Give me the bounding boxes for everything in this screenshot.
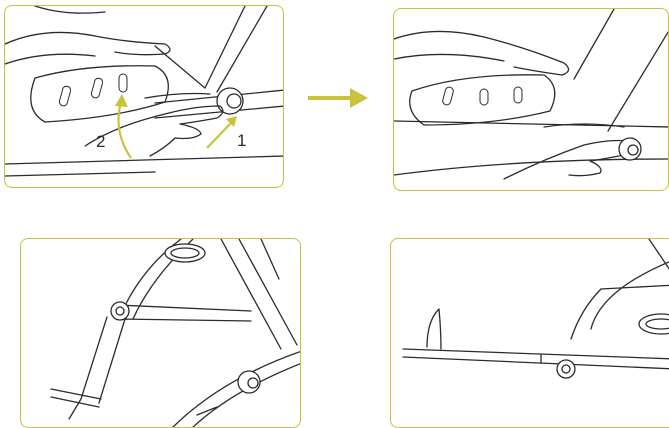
side-panel-shape (409, 74, 556, 126)
frame-diagonal-line-2 (216, 6, 268, 93)
upper-hand-outline (394, 30, 570, 76)
frame-diagonal-line (648, 239, 669, 270)
step-2-label: 2 (96, 132, 105, 151)
seat-curve-line (590, 261, 669, 330)
frame-diagonal-line-2 (238, 239, 298, 346)
upper-hand-lower-edge (394, 53, 505, 62)
armrest-bar-top (116, 304, 252, 312)
seat-top-edge (600, 284, 669, 290)
lift-arrow-head (115, 94, 128, 107)
lower-frame-curve-2 (192, 363, 300, 427)
slot-2 (90, 77, 104, 99)
lower-pivot-inner (247, 377, 259, 389)
handle-oval-inner (170, 247, 200, 259)
frame-diagonal-line (204, 6, 246, 89)
hands-press-illustration: 2 1 (5, 6, 283, 177)
slot-3 (118, 73, 128, 93)
lift-arrow-shaft (117, 101, 132, 159)
lower-hand-finger-line (543, 123, 625, 128)
frame-diagonal-line (573, 9, 615, 80)
unfolded-armrest-illustration (402, 239, 669, 379)
lower-hand-outline (84, 105, 224, 157)
armrest-bar-top (394, 120, 668, 128)
armrest-bar-bottom (116, 318, 252, 322)
folded-armrest-illustration (50, 239, 300, 427)
armrest-bar-bottom (154, 105, 283, 119)
lower-frame-curve (172, 351, 300, 427)
foot-rest-bottom (50, 396, 100, 408)
press-arrow-head (226, 116, 237, 127)
armrest-bar-top (402, 348, 669, 360)
slot-1 (58, 85, 72, 107)
step-panel-press-and-lift: 2 1 (4, 5, 284, 188)
foot-rest-top (50, 388, 102, 400)
slot-1 (442, 86, 454, 106)
step-1-label: 1 (237, 131, 246, 150)
folded-armrest-right (98, 318, 126, 404)
step-panel-folded-armrest (20, 238, 301, 428)
side-panel-shape (30, 65, 169, 123)
press-arrow-shaft (206, 122, 232, 149)
seat-front-curve (570, 288, 602, 340)
handle-oval-inner (645, 318, 669, 330)
lower-hand-finger-line (144, 92, 211, 99)
slot-3 (513, 86, 523, 104)
release-button-inner (226, 93, 242, 109)
frame-bottom-line (394, 158, 668, 176)
armrest-bar-bottom (402, 356, 669, 370)
pivot-inner (115, 306, 125, 316)
frame-strut-line (154, 45, 206, 89)
pivot-inner (561, 364, 571, 374)
folded-armrest-left (68, 316, 108, 420)
step-panel-lifted-result (393, 8, 669, 191)
right-arrow-icon (308, 88, 368, 108)
armrest-fin (426, 308, 442, 350)
frame-lower-line (5, 171, 156, 177)
frame-diagonal-line-2 (607, 31, 668, 132)
frame-detail-line (196, 406, 218, 416)
frame-diagonal-line (220, 239, 282, 350)
upper-hand-outline (5, 31, 171, 56)
hands-lifted-illustration (394, 9, 668, 180)
frame-bottom-line (5, 155, 283, 165)
slot-2 (479, 88, 489, 106)
release-button-inner (627, 144, 639, 156)
step-panel-unfolded-armrest (390, 238, 669, 428)
upper-arm-line (34, 6, 106, 14)
frame-strut-line (260, 239, 280, 280)
upper-hand-lower-edge (5, 53, 96, 65)
